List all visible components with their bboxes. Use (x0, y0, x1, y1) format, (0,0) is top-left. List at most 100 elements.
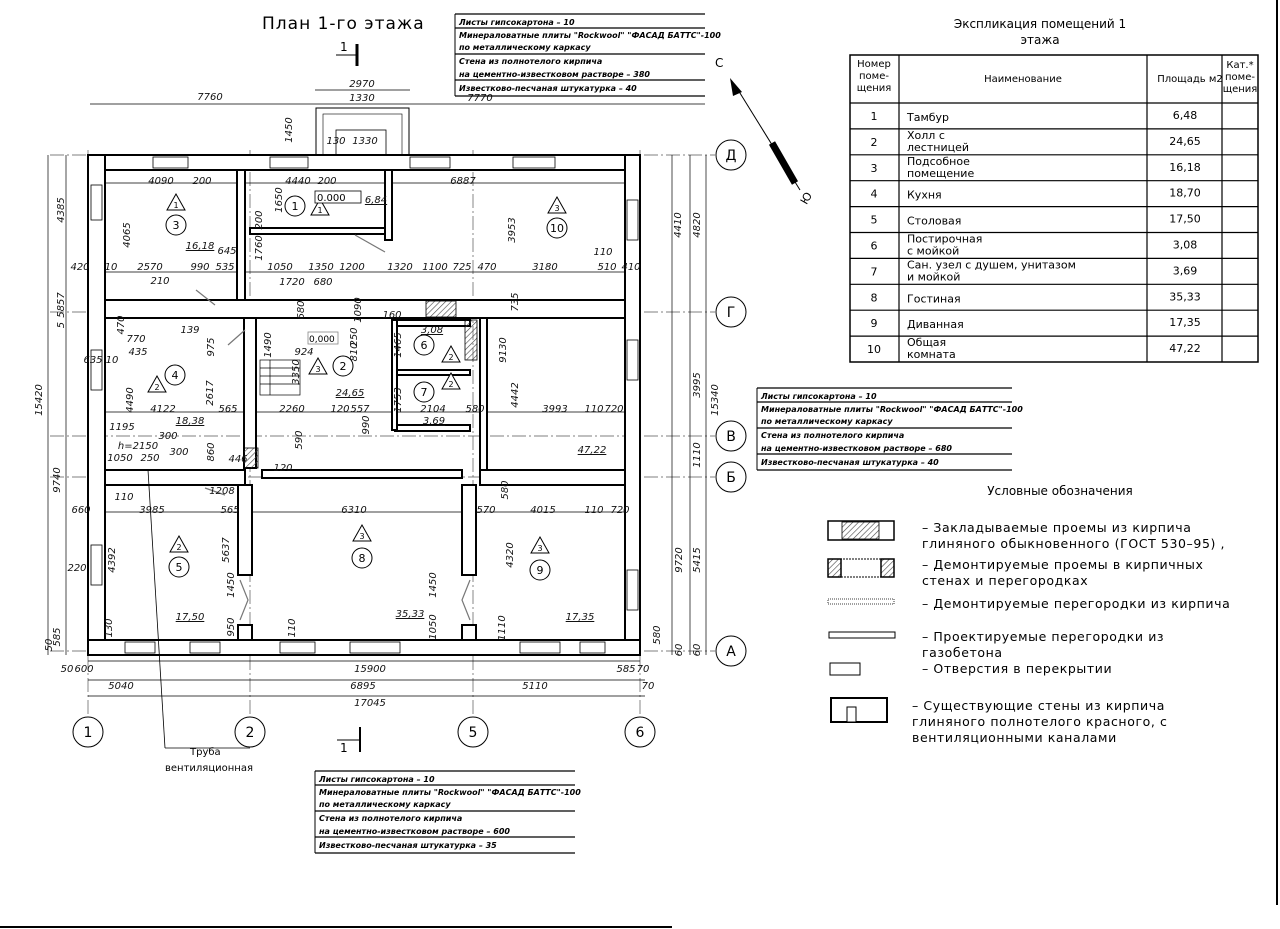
row-name: Подсобное (907, 155, 970, 168)
dimension-label: 110 (584, 404, 603, 415)
dimension-label: 580 (652, 625, 663, 644)
dimension-label: 4320 (505, 542, 516, 567)
callout-text: Известково-песчаная штукатурка – 40 (761, 458, 939, 467)
dimension-label: 924 (294, 347, 313, 358)
dimension-label: 975 (206, 337, 217, 356)
row-name: Тамбур (906, 111, 949, 124)
room-number: 2 (340, 360, 347, 373)
row-number: 6 (871, 239, 878, 252)
explication-title: этажа (1020, 33, 1059, 47)
dimension-label: 565 (220, 505, 239, 516)
axis-label: В (726, 429, 736, 445)
dimension-label: 590 (294, 430, 305, 449)
dimension-label: 300 (158, 431, 177, 442)
dimension-label: 2970 (349, 79, 374, 90)
dimension-label: 1330 (349, 93, 374, 104)
walls (87, 154, 641, 656)
dimension-label: 5637 (221, 537, 232, 563)
axis-label: 6 (636, 725, 645, 741)
dimension-label: 2617 (205, 380, 216, 406)
dimension-label: 10 (105, 262, 118, 273)
room-category: 1 (173, 201, 178, 210)
dimension-label: 110 (114, 492, 133, 503)
axis-label: Д (726, 148, 737, 164)
dimension-label: 1465 (393, 332, 404, 357)
dimension-label: 10 (106, 355, 119, 366)
category-triangle-icon (530, 535, 550, 554)
dimension-label: 50 (61, 664, 74, 675)
dimension-label: 4410 (673, 212, 684, 237)
dimension-label: 510 (597, 262, 616, 273)
dimension-label: 720 (604, 404, 623, 415)
axis-label: 2 (246, 725, 255, 741)
room-category: 3 (537, 544, 542, 553)
dimension-label: 1090 (353, 297, 364, 322)
dimension-label: 580 (500, 480, 511, 499)
legend-item-text: – Проектируемые перегородки из (922, 629, 1164, 644)
dimension-label: 580 (465, 404, 484, 415)
callout-text: по металлическому каркасу (761, 417, 893, 426)
axis-bubble (715, 420, 747, 452)
dimension-label: 420 (70, 262, 89, 273)
north-label: С (715, 56, 723, 70)
axis-label: 1 (84, 725, 93, 741)
north-arrow: С Ю (715, 56, 815, 207)
dimension-label: 130 (104, 618, 115, 637)
dimension-label: 1200 (339, 262, 364, 273)
dimension-label: 1050 (107, 453, 132, 464)
dimension-label: 4820 (692, 212, 703, 237)
dimension-label: 950 (226, 617, 237, 636)
south-label: Ю (798, 190, 815, 207)
dimension-label: 446 (228, 454, 247, 465)
vent-pipe-text: Труба (189, 747, 221, 758)
callout-text: Минераловатные плиты "Rockwool" "ФАСАД Б… (459, 31, 721, 40)
row-area: 24,65 (1169, 135, 1201, 148)
dimension-label: 130 (326, 136, 345, 147)
room-number-circle (351, 547, 373, 569)
dimension-label: 725 (452, 262, 471, 273)
dimension-label: 990 (190, 262, 209, 273)
dimension-label: 435 (128, 347, 147, 358)
level-mark-box (307, 331, 339, 345)
room-area: 16,18 (186, 241, 215, 252)
dimension-label: 250 (140, 453, 159, 464)
callout-text: Листы гипсокартона – 10 (458, 18, 575, 27)
dimension-label: 680 (313, 277, 332, 288)
room-number-circle (164, 364, 186, 386)
callout-text: на цементно-известковом растворе – 680 (761, 444, 952, 453)
dimension-label: 2104 (420, 404, 445, 415)
dimension-label: 220 (67, 563, 86, 574)
dimension-label: 5110 (522, 681, 547, 692)
dimension-label: 1050 (428, 614, 439, 639)
row-number: 10 (867, 343, 881, 356)
dimension-label: 60 (692, 644, 703, 657)
dimension-label: 5415 (692, 547, 703, 572)
dimension-label: 470 (477, 262, 496, 273)
category-triangle-icon (308, 356, 328, 375)
room-number-circle (168, 556, 190, 578)
row-name: Гостиная (907, 292, 961, 305)
dimension-label: 110 (593, 247, 612, 258)
dimension-label: 7760 (197, 92, 222, 103)
callout-text: Листы гипсокартона – 10 (318, 775, 435, 784)
dimension-label: 300 (169, 447, 188, 458)
row-name: Холл с (907, 129, 945, 142)
legend-title: Условные обозначения (987, 484, 1133, 498)
dimension-label: 990 (361, 415, 372, 434)
row-area: 3,08 (1173, 238, 1198, 251)
entrance-porch (315, 107, 410, 156)
legend-item-text: газобетона (922, 645, 1003, 660)
axis-bubble (234, 716, 266, 748)
room-area: 3,69 (423, 416, 445, 427)
axis-label: А (726, 644, 736, 660)
row-name: Постирочная (907, 233, 982, 246)
doors (195, 234, 471, 621)
legend-item-text: стенах и перегородках (922, 573, 1088, 588)
dimension-label: 860 (206, 442, 217, 461)
dimension-label: 3953 (507, 217, 518, 242)
room-number-circle (529, 559, 551, 581)
legend-items: – Закладываемые проемы из кирпичаглиняно… (912, 520, 1230, 745)
dimension-label: 6887 (450, 176, 476, 187)
dimension-label: 1208 (209, 486, 234, 497)
plan-title: План 1-го этажа (262, 14, 425, 34)
